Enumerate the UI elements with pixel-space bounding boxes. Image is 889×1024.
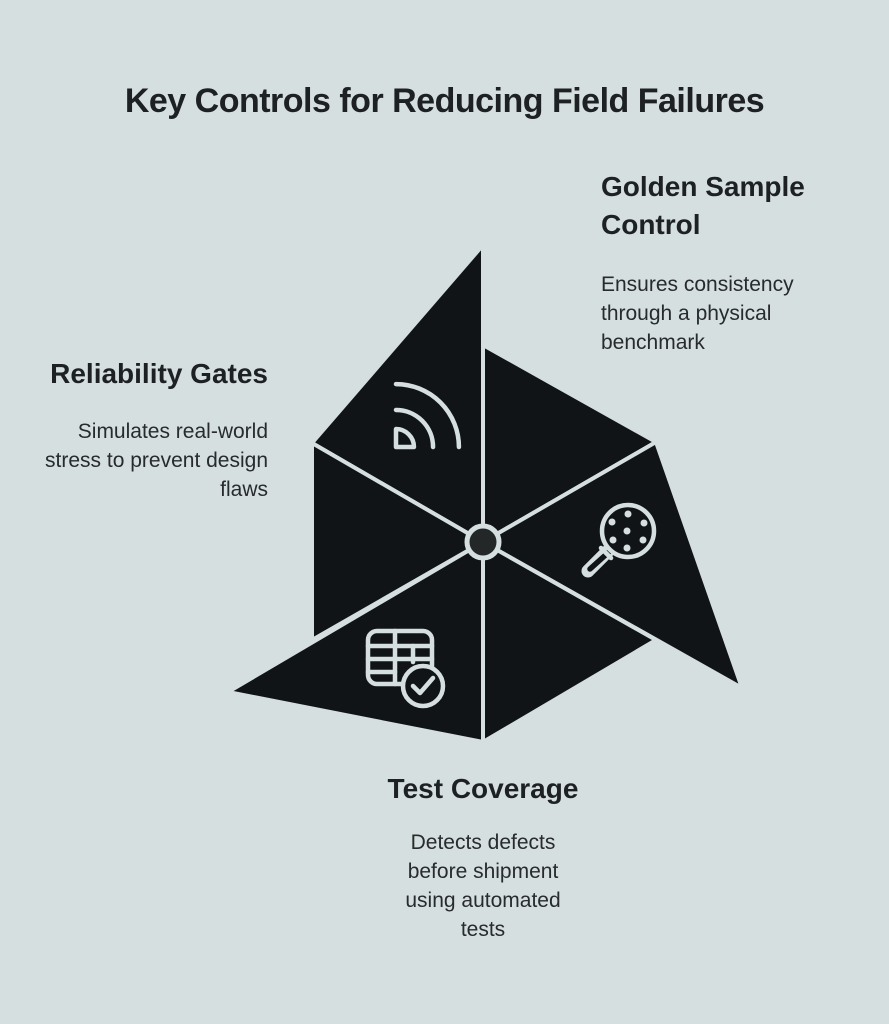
section-reliability-gates: Reliability Gates Simulates real-world s… bbox=[18, 355, 268, 504]
section-heading: Test Coverage bbox=[387, 773, 579, 804]
section-heading: Golden Sample Control bbox=[601, 171, 805, 240]
section-description: Simulates real-world stress to prevent d… bbox=[45, 420, 268, 501]
center-hub bbox=[464, 523, 502, 561]
section-golden-sample-control: Golden Sample Control Ensures consistenc… bbox=[601, 168, 836, 357]
section-description: Detects defects before shipment using au… bbox=[405, 831, 561, 941]
page-title: Key Controls for Reducing Field Failures bbox=[124, 82, 765, 120]
wifi-signal-icon bbox=[393, 381, 462, 450]
sieve-magnifier-icon bbox=[581, 502, 657, 578]
section-test-coverage: Test Coverage Detects defects before shi… bbox=[333, 770, 633, 944]
table-check-icon bbox=[365, 628, 446, 709]
segment-left bbox=[310, 441, 485, 642]
checkmark-circle-icon bbox=[400, 663, 446, 709]
section-description: Ensures consistency through a physical b… bbox=[601, 273, 794, 354]
section-heading: Reliability Gates bbox=[50, 358, 268, 389]
